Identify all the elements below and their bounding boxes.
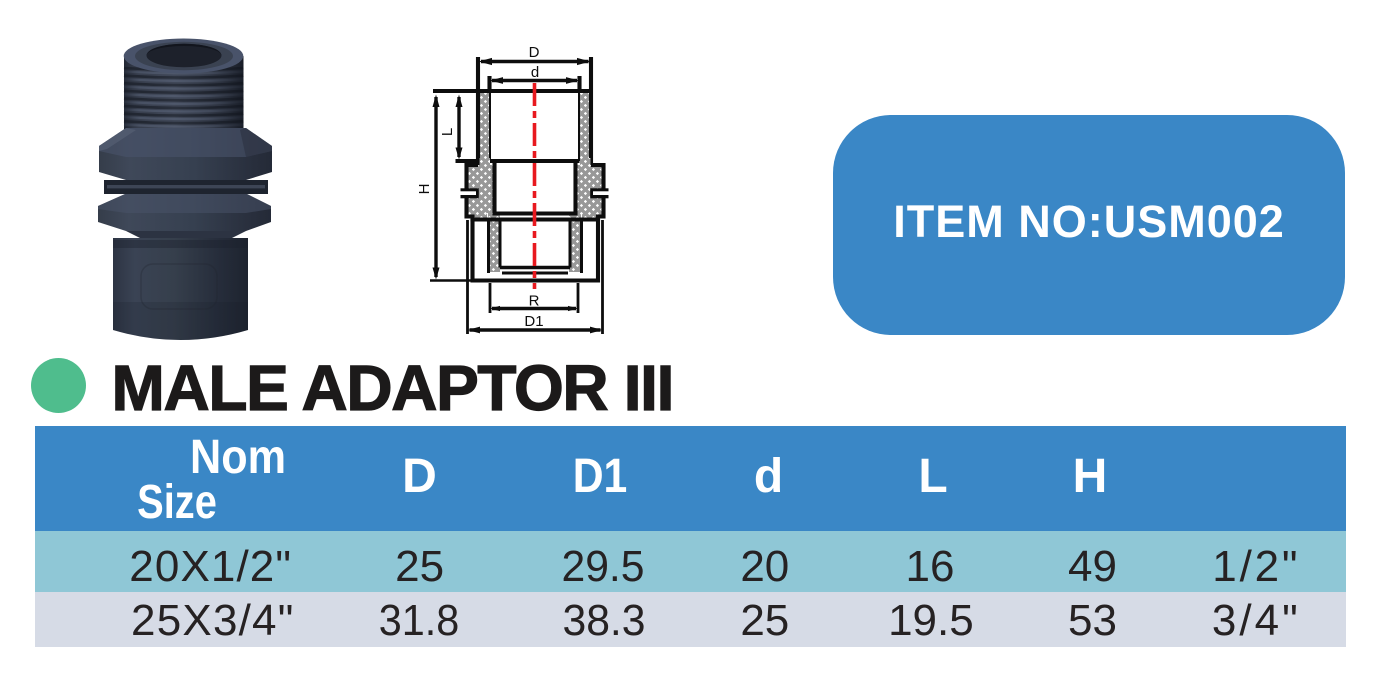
svg-text:d: d: [531, 64, 539, 81]
svg-text:L: L: [439, 128, 456, 136]
svg-text:D: D: [529, 44, 540, 61]
svg-text:D1: D1: [524, 313, 543, 330]
svg-text:H: H: [416, 184, 433, 195]
svg-text:R: R: [529, 293, 540, 310]
